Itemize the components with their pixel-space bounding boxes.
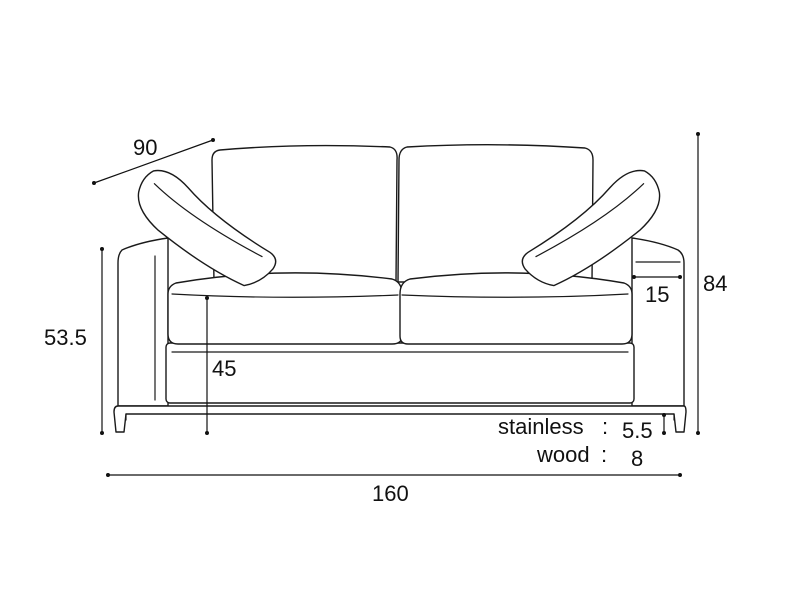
right-arm xyxy=(631,237,685,407)
total-height-label: 84 xyxy=(703,271,727,296)
seat-cushion-left xyxy=(167,272,403,345)
stainless-separator: : xyxy=(602,414,608,439)
leg-spec: stainless : 5.5 wood : 8 xyxy=(498,414,653,471)
arm-height-dimension: 53.5 xyxy=(44,247,104,435)
seat-cushion-left-seam xyxy=(171,293,399,298)
seat-cushion-right xyxy=(399,272,633,345)
leg-frame xyxy=(113,405,687,433)
arm-height-label: 53.5 xyxy=(44,325,87,350)
seat-height-label: 45 xyxy=(212,356,236,381)
throw-pillow-left xyxy=(137,169,277,287)
seat-height-dimension: 45 xyxy=(205,296,236,435)
depth-dimension: 90 xyxy=(92,135,215,185)
arm-width-label: 15 xyxy=(645,282,669,307)
seat-cushion-right-seam xyxy=(401,293,629,298)
arm-width-dimension: 15 xyxy=(632,275,682,307)
sofa-base xyxy=(165,342,635,404)
total-width-dimension: 160 xyxy=(106,473,682,506)
leg-height-dimension xyxy=(662,413,666,435)
wood-separator: : xyxy=(601,442,607,467)
sofa-drawing xyxy=(113,144,687,433)
throw-pillow-right xyxy=(521,169,661,287)
wood-value: 8 xyxy=(631,446,643,471)
total-width-label: 160 xyxy=(372,481,409,506)
left-arm xyxy=(117,237,169,407)
stainless-value: 5.5 xyxy=(622,418,653,443)
total-height-dimension: 84 xyxy=(696,132,727,435)
stainless-label: stainless xyxy=(498,414,584,439)
depth-label: 90 xyxy=(133,135,157,160)
wood-label: wood xyxy=(536,442,590,467)
